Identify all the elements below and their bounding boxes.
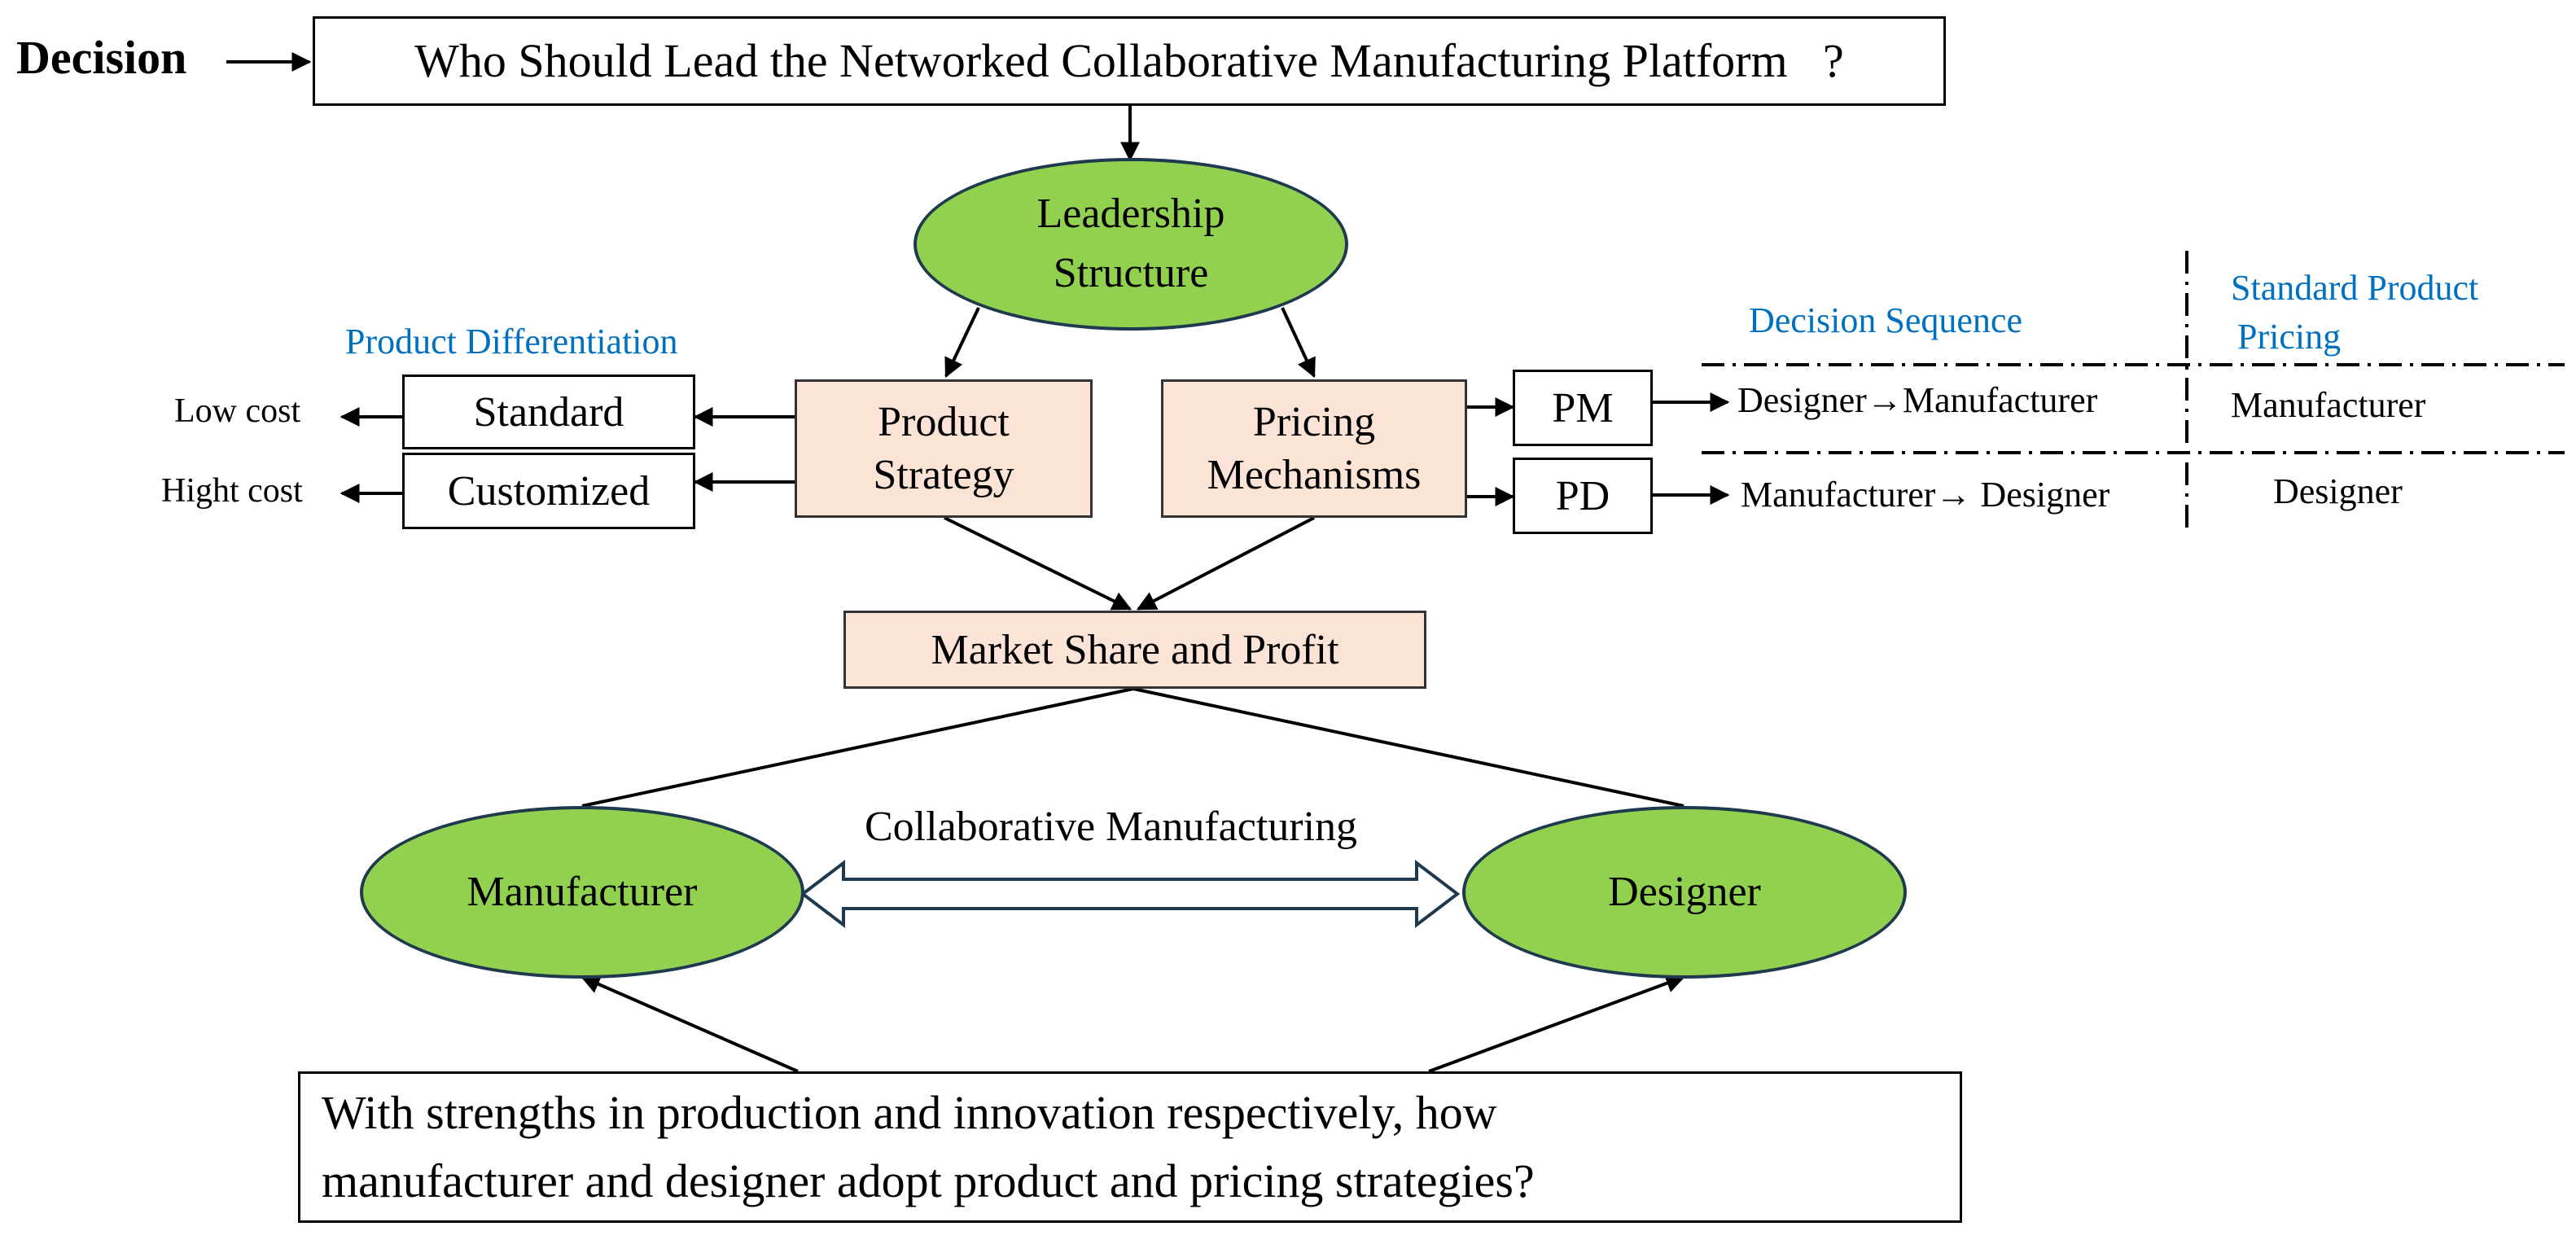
pm-pricer-text: Manufacturer [2231, 385, 2426, 425]
standard-pricing-title-line1: Standard Product [2231, 268, 2479, 308]
leadership-structure-ellipse: Leadership Structure [913, 158, 1348, 331]
pricing-mechanisms-line2: Mechanisms [1207, 452, 1422, 498]
product-strategy-line2: Strategy [873, 452, 1014, 498]
pm-box: PM [1513, 370, 1653, 446]
leadership-to-pricing-arrow [1281, 307, 1316, 379]
low-cost-label: Low cost [174, 392, 301, 430]
product-strategy-line1: Product [878, 399, 1010, 445]
pricing-mechanisms-box: Pricing Mechanisms [1161, 379, 1467, 518]
designer-ellipse: Designer [1462, 806, 1907, 979]
pricing-to-market-arrow [1136, 516, 1315, 611]
pd-box: PD [1513, 458, 1653, 534]
collaborative-manufacturing-label: Collaborative Manufacturing [865, 804, 1358, 850]
main-question-text: Who Should Lead the Networked Collaborat… [414, 33, 1844, 87]
question-to-designer-arrow [1428, 974, 1686, 1073]
standard-box: Standard [402, 375, 695, 449]
leadership-to-product-arrow [944, 307, 980, 379]
pm-sequence-text: Designer→Manufacturer [1737, 380, 2098, 420]
high-cost-label: Hight cost [161, 472, 303, 510]
pm-label: PM [1552, 384, 1614, 431]
main-question-box: Who Should Lead the Networked Collaborat… [313, 16, 1946, 106]
pd-sequence-text: Manufacturer→ Designer [1741, 475, 2110, 515]
leadership-line2: Structure [1053, 250, 1209, 296]
pricing-mechanisms-line1: Pricing [1252, 399, 1376, 445]
product-to-market-arrow [944, 516, 1132, 611]
market-to-manufacturer-line [581, 687, 1134, 808]
manufacturer-label: Manufacturer [467, 868, 698, 915]
manufacturer-ellipse: Manufacturer [360, 806, 804, 979]
pd-pricer-text: Designer [2273, 471, 2403, 511]
collaborative-double-arrow [800, 859, 1461, 929]
leadership-line1: Leadership [1036, 191, 1225, 238]
question-to-manufacturer-arrow [580, 975, 799, 1073]
pd-label: PD [1555, 472, 1610, 519]
standard-pricing-title-line2: Pricing [2237, 317, 2342, 357]
decision-sequence-title: Decision Sequence [1749, 300, 2022, 340]
product-strategy-box: Product Strategy [795, 379, 1093, 518]
market-share-label: Market Share and Profit [931, 626, 1339, 673]
product-differentiation-title: Product Differentiation [345, 322, 678, 361]
bottom-question-line1: With strengths in production and innovat… [322, 1085, 1497, 1139]
customized-label: Customized [447, 467, 651, 515]
bottom-question-line2: manufacturer and designer adopt product … [322, 1154, 1535, 1207]
market-share-box: Market Share and Profit [843, 611, 1426, 689]
bottom-question-box: With strengths in production and innovat… [298, 1071, 1962, 1223]
market-to-designer-line [1132, 687, 1684, 808]
standard-label: Standard [473, 388, 624, 436]
customized-box: Customized [402, 453, 695, 529]
designer-label: Designer [1608, 868, 1761, 915]
decision-label: Decision [16, 31, 187, 84]
